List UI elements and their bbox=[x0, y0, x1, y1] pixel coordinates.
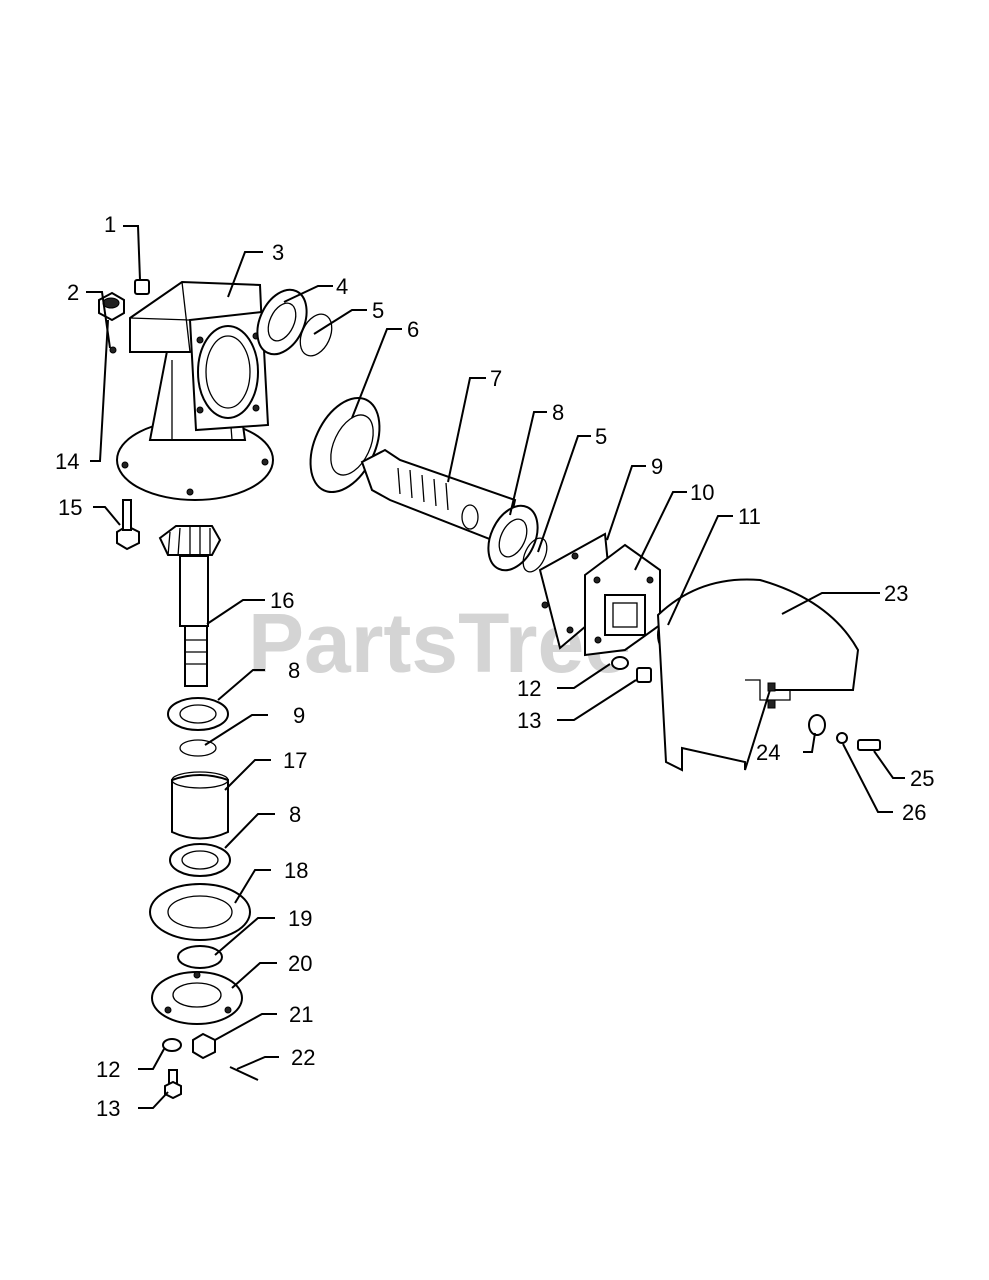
bearing-8a bbox=[487, 504, 539, 572]
callout-3: 3 bbox=[272, 240, 284, 265]
callout-20: 20 bbox=[288, 951, 312, 976]
callout-8-upper-bearing: 8 bbox=[288, 658, 300, 683]
callout-7: 7 bbox=[490, 366, 502, 391]
spacer-17 bbox=[171, 771, 229, 840]
gearbox-housing bbox=[116, 280, 274, 501]
snap-ring-5a bbox=[299, 313, 333, 357]
leader-lines bbox=[86, 225, 905, 1109]
callout-4: 4 bbox=[336, 274, 348, 299]
grease-fitting bbox=[109, 346, 117, 354]
fill-plug bbox=[134, 279, 150, 295]
castle-nut-21 bbox=[192, 1032, 216, 1060]
callout-10: 10 bbox=[690, 480, 714, 505]
callout-17: 17 bbox=[283, 748, 307, 773]
callout-23: 23 bbox=[884, 581, 908, 606]
lock-washer-12b bbox=[162, 1038, 182, 1052]
callout-2: 2 bbox=[67, 280, 79, 305]
callout-8-lower-bearing: 8 bbox=[289, 802, 301, 827]
lock-washer-12a bbox=[611, 656, 629, 670]
washer-24 bbox=[808, 714, 826, 736]
callout-6: 6 bbox=[407, 317, 419, 342]
callout-12-lower: 12 bbox=[96, 1057, 120, 1082]
callout-11: 11 bbox=[738, 504, 761, 529]
callout-5: 5 bbox=[372, 298, 384, 323]
callout-15: 15 bbox=[58, 495, 82, 520]
bearing-cap-20 bbox=[151, 971, 243, 1025]
snap-ring-9 bbox=[179, 739, 217, 757]
callout-13-flange: 13 bbox=[517, 708, 541, 733]
bearing-8c bbox=[169, 843, 231, 877]
bolt-25 bbox=[857, 739, 881, 751]
callout-5-shaft-ring: 5 bbox=[595, 424, 607, 449]
callout-16: 16 bbox=[270, 588, 294, 613]
cap-screw-13a bbox=[636, 667, 652, 683]
callout-19: 19 bbox=[288, 906, 312, 931]
cotter-pin-22 bbox=[229, 1066, 259, 1081]
callout-8-shaft-bearing: 8 bbox=[552, 400, 564, 425]
callouts: 1 2 3 4 5 6 7 8 5 9 10 11 23 14 15 16 8 … bbox=[55, 212, 934, 1121]
callout-22: 22 bbox=[291, 1045, 315, 1070]
callout-18: 18 bbox=[284, 858, 308, 883]
shield-23 bbox=[656, 578, 860, 772]
callout-9-ring: 9 bbox=[293, 703, 305, 728]
bearing-8b bbox=[167, 697, 229, 731]
hex-bolt bbox=[116, 499, 140, 551]
callout-25: 25 bbox=[910, 766, 934, 791]
callout-1: 1 bbox=[104, 212, 116, 237]
callout-14: 14 bbox=[55, 449, 79, 474]
callout-26: 26 bbox=[902, 800, 926, 825]
callout-13-lower: 13 bbox=[96, 1096, 120, 1121]
lock-washer-26 bbox=[836, 732, 848, 744]
pinion-shaft-16 bbox=[158, 525, 222, 687]
callout-9-gasket: 9 bbox=[651, 454, 663, 479]
callout-24: 24 bbox=[756, 740, 780, 765]
gasket-18 bbox=[149, 883, 251, 941]
callout-21: 21 bbox=[289, 1002, 313, 1027]
oil-seal-19 bbox=[177, 945, 223, 969]
callout-12-flange: 12 bbox=[517, 676, 541, 701]
cap-screw-13b bbox=[164, 1069, 182, 1100]
